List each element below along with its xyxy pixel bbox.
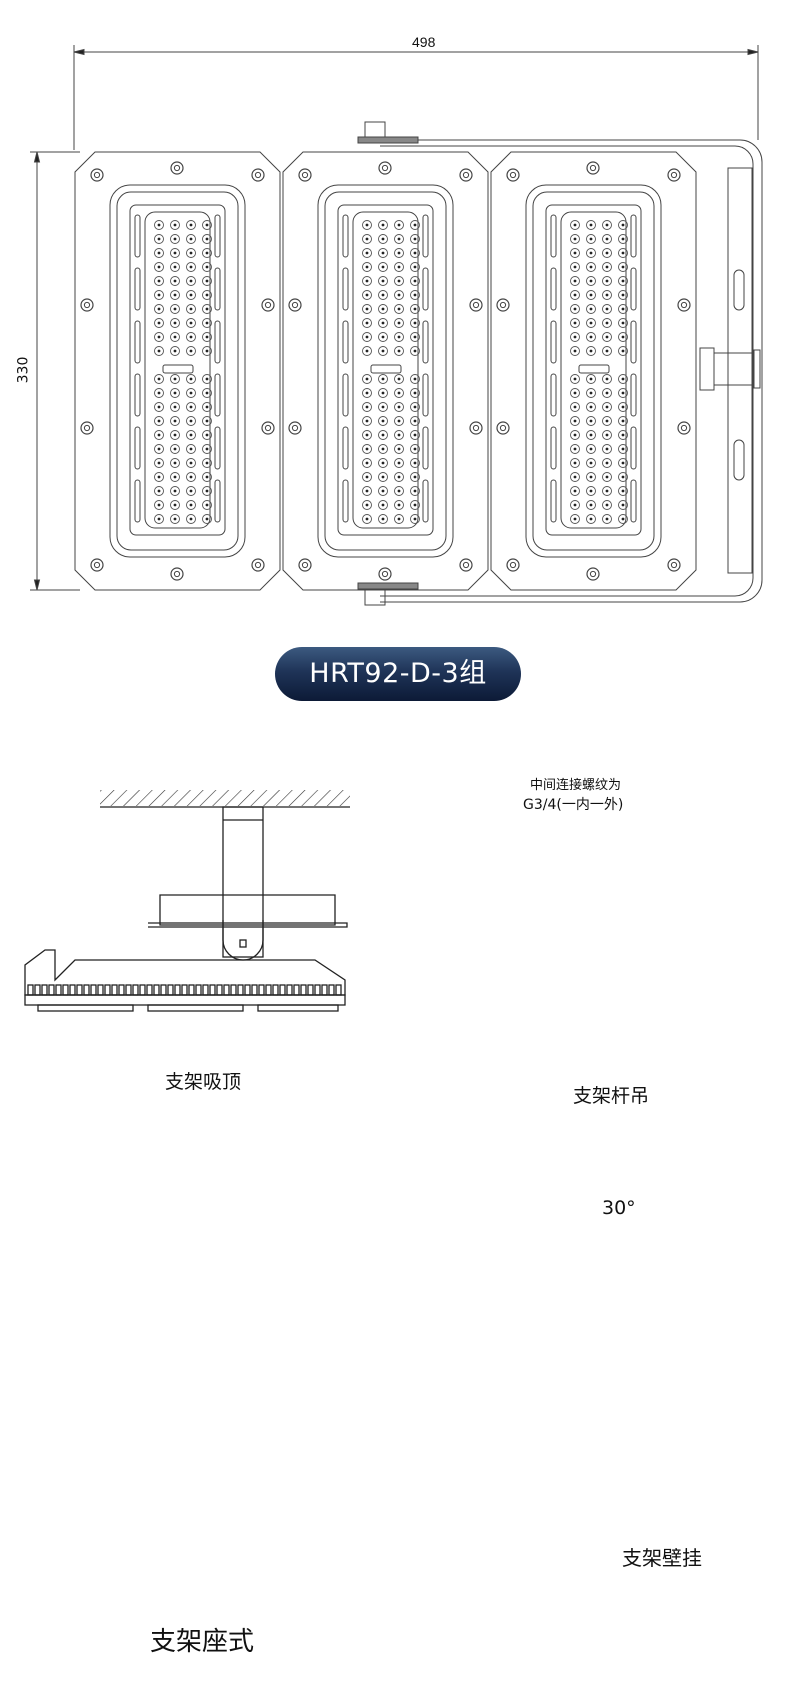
screw-icon (667, 558, 681, 572)
screw-icon (506, 558, 520, 572)
screw-icon (496, 421, 510, 435)
heatsink-fin (125, 984, 132, 996)
heatsink-fin (230, 984, 237, 996)
screw-icon (90, 168, 104, 182)
heatsink-fin (265, 984, 272, 996)
heatsink-fin (328, 984, 335, 996)
heatsink-fin (251, 984, 258, 996)
bracket-slot (733, 269, 745, 311)
screw-icon (261, 298, 275, 312)
heatsink-fin (83, 984, 90, 996)
screw-icon (90, 558, 104, 572)
heatsink-fin (286, 984, 293, 996)
heatsink-fin (97, 984, 104, 996)
caption-ceiling-mount: 支架吸顶 (165, 1071, 242, 1093)
luminaire-top-outline (74, 121, 763, 606)
caption-floor-mount: 支架座式 (150, 1627, 255, 1657)
heatsink-fin (181, 984, 188, 996)
screw-icon (170, 161, 184, 175)
heatsink-fin (160, 984, 167, 996)
heatsink-fin (188, 984, 195, 996)
heatsink-fin (76, 984, 83, 996)
heatsink-fin (202, 984, 209, 996)
screw-icon (459, 168, 473, 182)
screw-icon (677, 298, 691, 312)
top-view-drawing (30, 45, 763, 606)
heatsink-fin (34, 984, 41, 996)
heatsink-fin (146, 984, 153, 996)
heatsink-fin (244, 984, 251, 996)
screw-icon (586, 567, 600, 581)
screw-icon (378, 567, 392, 581)
heatsink-fin (132, 984, 139, 996)
mounting-bracket (380, 139, 763, 603)
screw-icon (288, 421, 302, 435)
bracket-slot (733, 439, 745, 481)
heatsink-fin (237, 984, 244, 996)
heatsink-fin (258, 984, 265, 996)
heatsink-fin (48, 984, 55, 996)
heatsink-fin (174, 984, 181, 996)
heatsink-fin (307, 984, 314, 996)
screw-icon (667, 168, 681, 182)
heatsink-fin (153, 984, 160, 996)
wall-angle-label: 30° (602, 1197, 636, 1219)
screw-icon (298, 168, 312, 182)
heatsink-fin (27, 984, 34, 996)
ceiling-mount-drawing (24, 790, 350, 1012)
led-module (74, 151, 281, 591)
heatsink-fin (62, 984, 69, 996)
screw-icon (251, 558, 265, 572)
screw-icon (496, 298, 510, 312)
screw-icon (80, 421, 94, 435)
heatsink-fin (41, 984, 48, 996)
heatsink-fin (216, 984, 223, 996)
screw-icon (288, 298, 302, 312)
screw-icon (677, 421, 691, 435)
heatsink-fin (272, 984, 279, 996)
heatsink-fin (139, 984, 146, 996)
screw-icon (459, 558, 473, 572)
heatsink-fin (69, 984, 76, 996)
heatsink-fin (195, 984, 202, 996)
screw-icon (586, 161, 600, 175)
heatsink-fin (300, 984, 307, 996)
heatsink-fin (118, 984, 125, 996)
screw-icon (506, 168, 520, 182)
heatsink-fin (167, 984, 174, 996)
screw-icon (251, 168, 265, 182)
heatsink-fin (335, 984, 342, 996)
pole-thread-note-line2: G3/4(一内一外) (523, 797, 624, 813)
pole-thread-note-line1: 中间连接螺纹为 (530, 778, 622, 793)
heatsink-fin (111, 984, 118, 996)
screw-icon (378, 161, 392, 175)
caption-wall-mount: 支架壁挂 (622, 1546, 702, 1570)
screw-icon (298, 558, 312, 572)
screw-icon (469, 298, 483, 312)
heatsink-fin (321, 984, 328, 996)
heatsink-fin (90, 984, 97, 996)
screw-icon (469, 421, 483, 435)
heatsink-fin (314, 984, 321, 996)
screw-icon (170, 567, 184, 581)
heatsink-fin (223, 984, 230, 996)
width-dimension-label: 498 (412, 34, 436, 50)
heatsink-fin (55, 984, 62, 996)
heatsink-fin (279, 984, 286, 996)
heatsink-fin (293, 984, 300, 996)
caption-pole-mount: 支架杆吊 (573, 1085, 650, 1107)
screw-icon (261, 421, 275, 435)
led-module (282, 151, 489, 591)
model-badge: HRT92-D-3组 (275, 647, 521, 701)
heatsink-fin (209, 984, 216, 996)
heatsink-fin (104, 984, 111, 996)
led-module (490, 151, 697, 591)
screw-icon (80, 298, 94, 312)
